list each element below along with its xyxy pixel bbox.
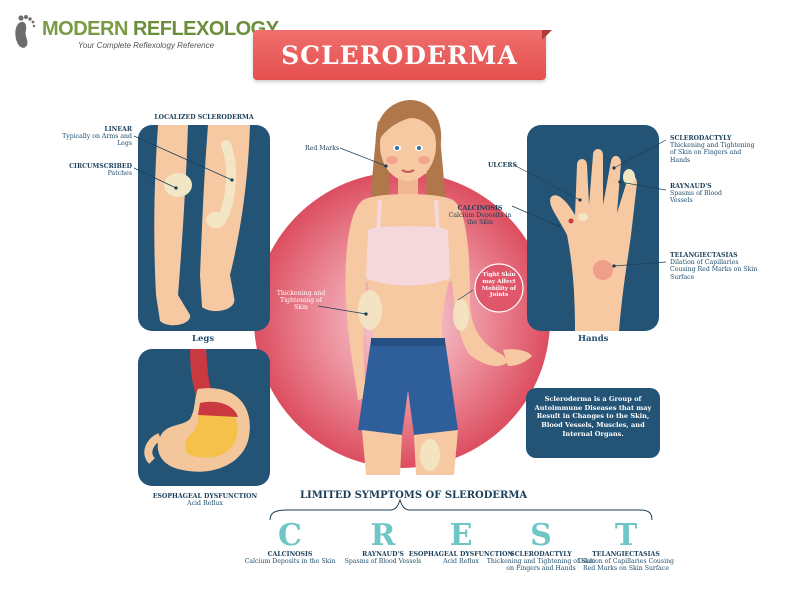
info-text: Scleroderma is a Group of Autoimmune Dis…	[534, 395, 652, 438]
telangiectasias-label: TELANGIECTASIAS Dilation of Capillaries …	[670, 252, 760, 281]
crest-item-c-text: Calcium Deposits in the Skin	[244, 558, 336, 566]
banner-fold	[542, 30, 552, 40]
esophagus-panel	[138, 349, 270, 486]
sclerodactyly-label: SCLERODACTYLY Thickening and Tightening …	[670, 135, 758, 164]
red-marks-label: Red Marks	[305, 145, 340, 152]
crest-item-s-title: SCLERODACTYLY	[510, 551, 572, 558]
footprint-icon	[15, 15, 36, 48]
circumscribed-label: CIRCUMSCRIBED Patches	[62, 163, 132, 177]
legs-caption: Legs	[192, 334, 215, 344]
calcinosis-center-label: CALCINOSIS Calcium Deposits in the Skin	[448, 205, 512, 227]
telangiectasias-title: TELANGIECTASIAS	[670, 252, 738, 259]
raynauds-text: Spasms of Blood Vessels	[670, 190, 722, 205]
linear-title: LINEAR	[104, 126, 132, 133]
linear-label: LINEAR Typically on Arms and Legs	[62, 126, 132, 148]
thickening-label: Thickening and Tightening of Skin	[276, 290, 326, 312]
crest-item-e: ESOPHAGEAL DYSFUNCTION Acid Reflux	[406, 551, 516, 565]
title-banner: SCLERODERMA	[253, 30, 552, 80]
crest-item-r: RAYNAUD'S Spasms of Blood Vessels	[328, 551, 438, 565]
woman-figure	[345, 100, 532, 475]
localized-heading: LOCALIZED SCLERODERMA	[154, 114, 254, 121]
stomach-illustration	[144, 349, 250, 472]
legs-panel	[138, 125, 270, 331]
hands-panel	[527, 125, 659, 331]
telangiectasias-text: Dilation of Capillaries Cousing Red Mark…	[670, 259, 758, 281]
crest-letter-s: S	[530, 518, 552, 553]
linear-text: Typically on Arms and Legs	[62, 133, 132, 148]
crest-letter-c: C	[278, 518, 302, 553]
ulcers-label: ULCERS	[488, 162, 517, 169]
crest-item-s: SCLERODACTYLY Thickening and Tightening …	[486, 551, 596, 573]
tight-skin-bubble	[474, 263, 524, 313]
esophageal-title: ESOPHAGEAL DYSFUNCTION	[152, 493, 258, 500]
crest-item-s-text: Thickening and Tightening of Skin on Fin…	[486, 558, 596, 573]
circumscribed-text: Patches	[107, 170, 132, 178]
calcinosis-center-text: Calcium Deposits in the Skin	[448, 212, 512, 227]
crest-heading: LIMITED SYMPTOMS OF SLERODERMA	[300, 490, 528, 501]
raynauds-label: RAYNAUD'S Spasms of Blood Vessels	[670, 183, 740, 205]
page-title: SCLERODERMA	[281, 40, 518, 70]
info-box: Scleroderma is a Group of Autoimmune Dis…	[526, 388, 660, 458]
tight-skin-label: Tight Skin may Affect Mobility of Joints	[481, 272, 517, 299]
hands-caption: Hands	[578, 334, 609, 344]
crest-item-r-title: RAYNAUD'S	[362, 551, 404, 558]
esophageal-text: Acid Reflux	[187, 500, 223, 508]
brand-logo[interactable]: MODERN REFLEXOLOGY Your Complete Reflexo…	[12, 10, 279, 60]
brand-name: MODERN REFLEXOLOGY	[42, 18, 279, 41]
brand-name-part1: MODERN	[42, 18, 133, 40]
crest-letter-e: E	[449, 518, 473, 553]
crest-brace	[269, 498, 653, 521]
crest-item-t: TELANGIECTASIAS Dilation of Capillaries …	[571, 551, 681, 573]
crest-item-e-title: ESOPHAGEAL DYSFUNCTION	[408, 551, 514, 558]
brand-tagline: Your Complete Reflexology Reference	[78, 41, 215, 50]
calcinosis-center-title: CALCINOSIS	[457, 205, 503, 212]
crest-item-c: CALCINOSIS Calcium Deposits in the Skin	[235, 551, 345, 565]
sclerodactyly-text: Thickening and Tightening of Skin on Fin…	[670, 142, 755, 164]
crest-item-t-title: TELANGIECTASIAS	[592, 551, 660, 558]
raynauds-title: RAYNAUD'S	[670, 183, 712, 190]
sclerodactyly-title: SCLERODACTYLY	[670, 135, 732, 142]
crest-item-c-title: CALCINOSIS	[267, 551, 313, 558]
crest-item-t-text: Dilation of Capillaries Cousing Red Mark…	[577, 558, 675, 573]
esophageal-label: ESOPHAGEAL DYSFUNCTION Acid Reflux	[140, 493, 270, 507]
hand-illustration	[550, 149, 637, 331]
crest-letter-t: T	[614, 518, 638, 553]
crest-letter-r: R	[370, 518, 396, 553]
crest-item-e-text: Acid Reflux	[443, 558, 479, 566]
crest-item-r-text: Spasms of Blood Vessels	[344, 558, 422, 566]
brand-name-part2: REFLEXOLOGY	[132, 18, 279, 40]
circumscribed-title: CIRCUMSCRIBED	[69, 163, 132, 170]
